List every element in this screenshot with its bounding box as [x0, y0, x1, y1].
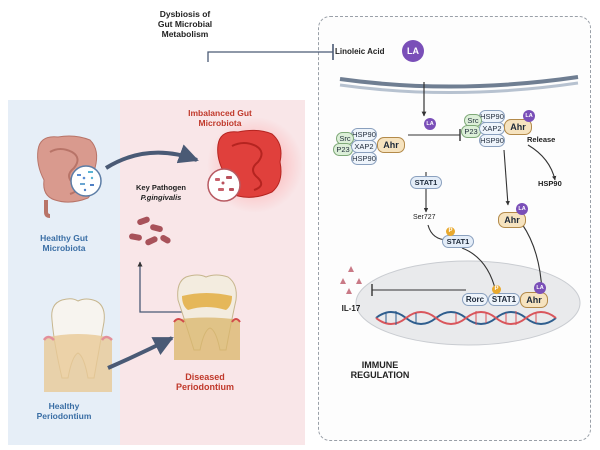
nucleus-la-badge: LA: [534, 282, 546, 294]
pathogen-magnifier: [207, 168, 241, 202]
gut-shift-arrow: [104, 144, 199, 170]
imbalanced-gut-label: Imbalanced Gut Microbiota: [188, 108, 252, 128]
ser727-label: Ser727: [413, 214, 436, 221]
p23-left: P23: [333, 143, 353, 156]
dysbiosis-label: Dysbiosis of Gut Microbial Metabolism: [157, 9, 213, 39]
il17-cytokines: [340, 266, 362, 294]
rorc-pill: Rorc: [462, 293, 488, 306]
ahr-free: Ahr: [498, 212, 526, 228]
hsp90-bottom-left: HSP90: [351, 152, 377, 165]
healthy-tooth-icon: [42, 298, 113, 392]
diseased-tooth-icon: [173, 274, 241, 360]
phospho-stat1-pill: STAT1: [442, 235, 474, 248]
release-arrow: [527, 144, 557, 181]
key-pathogen-label: Key Pathogen: [135, 183, 186, 192]
p23-right: P23: [461, 125, 481, 138]
nucleus-phospho-badge: P: [492, 285, 501, 294]
healthy-periodontium-label: Healthy Periodontium: [36, 401, 92, 421]
ahr-left: Ahr: [377, 137, 405, 153]
la-large-badge: LA: [402, 40, 424, 62]
stat1-pill: STAT1: [410, 176, 442, 189]
linoleic-acid-label: Linoleic Acid: [335, 47, 385, 56]
healthy-microbe-magnifier: [70, 165, 102, 197]
diseased-periodontium-label: Diseased Periodontium: [176, 372, 234, 393]
release-label: Release: [527, 135, 556, 144]
ahr-release-arrow: [503, 149, 510, 206]
p-gingivalis-bacteria: [129, 216, 171, 246]
ahr-right: Ahr: [504, 119, 532, 135]
immune-regulation-label: IMMUNE REGULATION: [350, 360, 410, 381]
healthy-gut-label: Healthy Gut Microbiota: [40, 233, 88, 253]
pathogen-name: P.gingivalis: [140, 193, 182, 202]
hsp90-released-label: HSP90: [538, 179, 562, 188]
cell-membrane: [339, 75, 579, 94]
periodontium-shift-arrow: [107, 336, 174, 370]
la-badge-free: LA: [424, 118, 436, 130]
nucleus-stat1-pill: STAT1: [488, 293, 520, 306]
dysbiosis-inhibit-line: [207, 51, 333, 62]
il17-label: IL-17: [341, 304, 361, 313]
hsp90-bottom-right: HSP90: [479, 134, 505, 147]
tooth-to-pathogen-arrow: [137, 261, 182, 313]
dna-helix: [375, 311, 557, 325]
la-badge-complex: LA: [523, 110, 535, 122]
la-badge-ahr: LA: [516, 203, 528, 215]
phospho-badge: P: [446, 227, 455, 236]
nucleus-ahr-pill: Ahr: [520, 292, 548, 308]
